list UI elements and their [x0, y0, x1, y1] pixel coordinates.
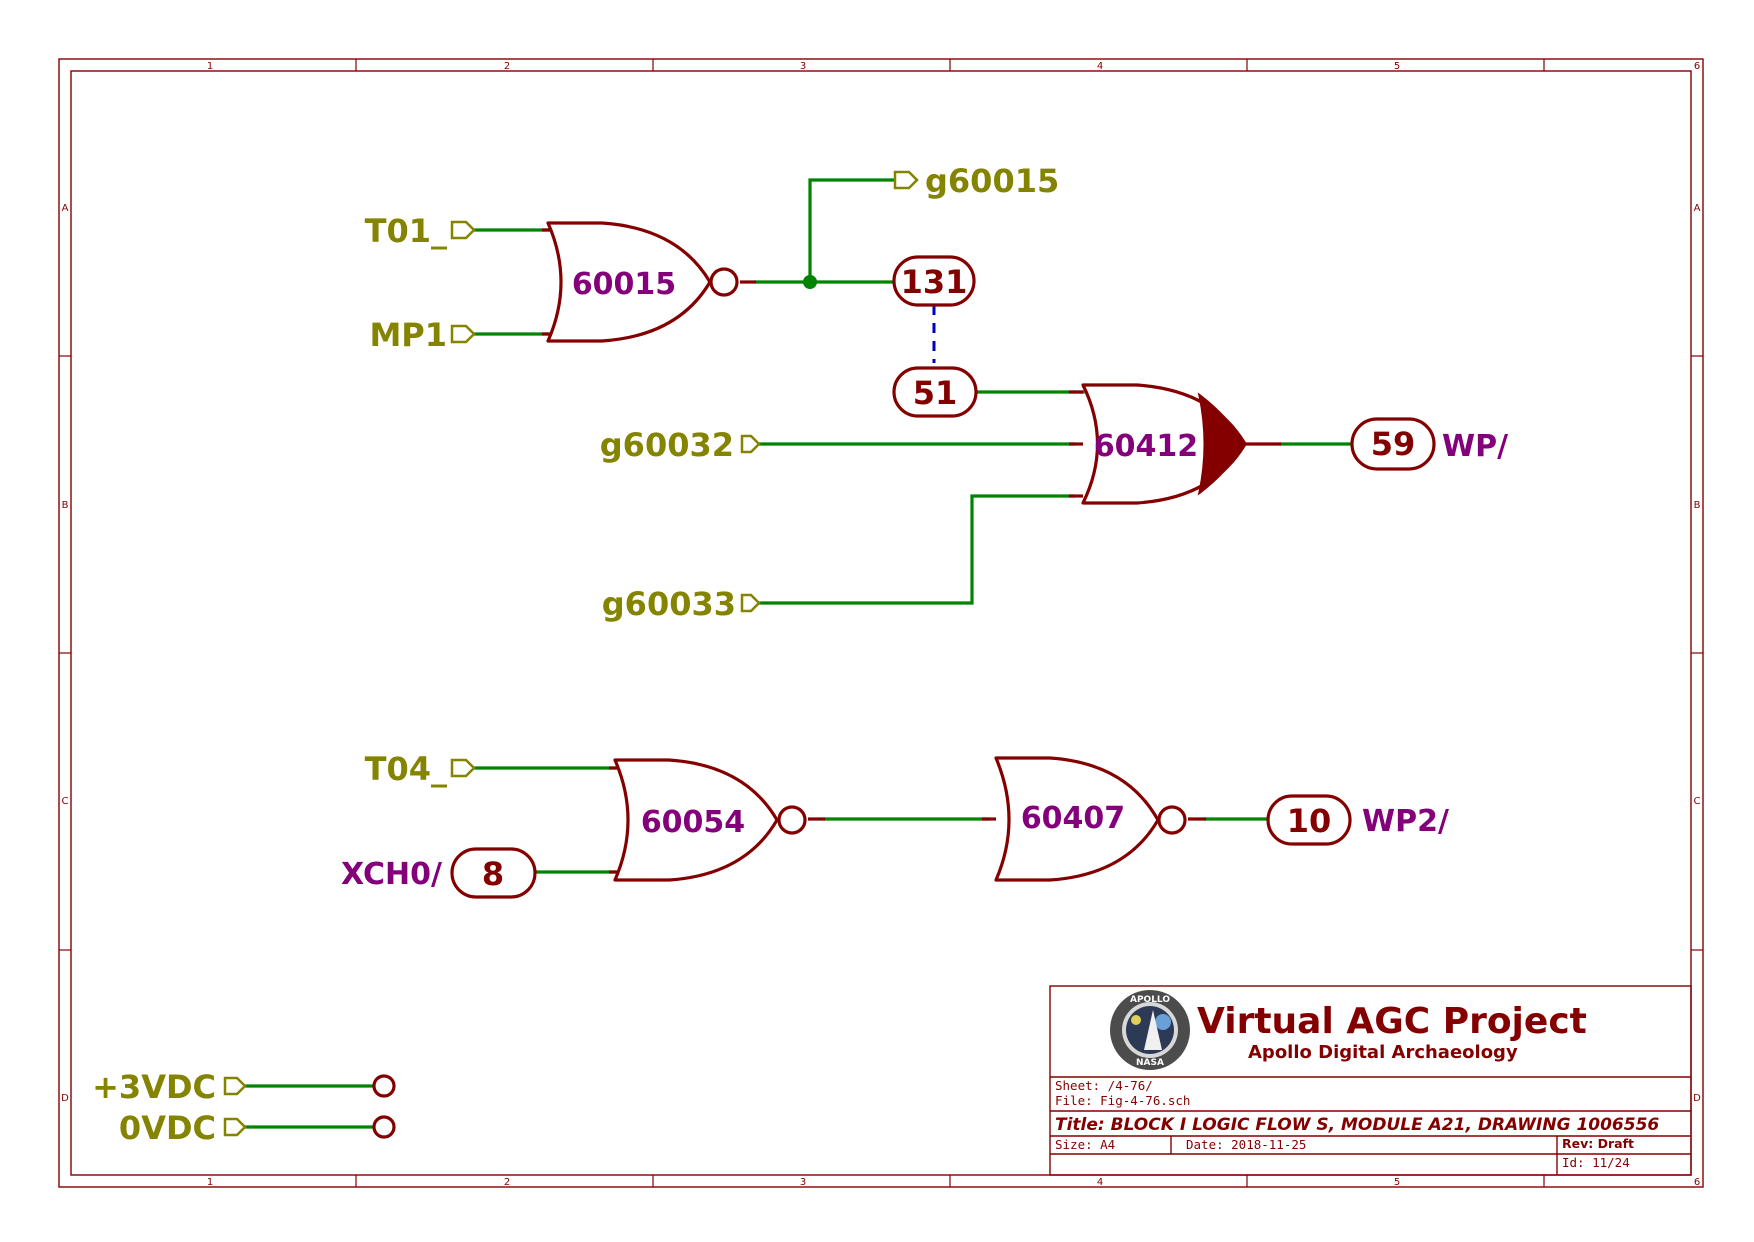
connector-59[interactable]: 59	[1350, 417, 1436, 471]
org-subtitle: Apollo Digital Archaeology	[1248, 1042, 1518, 1063]
zone-col-5-top: 5	[1394, 61, 1400, 72]
zone-col-2-bottom: 2	[504, 1177, 510, 1188]
title-block: APOLLO NASA Virtual AGC Project Apollo D…	[1049, 985, 1692, 1176]
gate-label: 60015	[572, 267, 676, 302]
signal-label-wp: WP/	[1442, 429, 1508, 464]
net-label-t04[interactable]: T04_	[365, 750, 476, 788]
zone-row-c-left: C	[62, 796, 69, 807]
svg-text:g60032: g60032	[600, 426, 734, 464]
svg-text:g60033: g60033	[602, 585, 736, 623]
gate-label: 60054	[641, 805, 745, 840]
gate-label: 60407	[1021, 801, 1125, 836]
net-label-g60015[interactable]: g60015	[893, 162, 1059, 200]
drawing-title: Title: BLOCK I LOGIC FLOW S, MODULE A21,…	[1055, 1115, 1659, 1135]
nor-bubble	[709, 267, 739, 297]
gate-60054[interactable]: 60054	[609, 758, 825, 882]
svg-text:MP1: MP1	[369, 316, 447, 354]
gate-filled-tip	[1197, 392, 1247, 496]
gate-60407[interactable]: 60407	[982, 756, 1206, 882]
sheet-id: Id: 11/24	[1562, 1155, 1630, 1170]
zone-col-3-bottom: 3	[800, 1177, 806, 1188]
logo-text-apollo: APOLLO	[1130, 995, 1170, 1005]
svg-text:+3VDC: +3VDC	[92, 1068, 216, 1106]
wire-junction	[803, 275, 817, 289]
zone-col-3-top: 3	[800, 61, 806, 72]
logo-text-nasa: NASA	[1136, 1058, 1164, 1068]
zone-col-6-bottom: 6	[1694, 1177, 1700, 1188]
net-label-g60032[interactable]: g60032	[600, 426, 761, 464]
gate-60015[interactable]: 60015	[542, 221, 756, 343]
svg-text:131: 131	[901, 263, 968, 301]
apollo-logo: APOLLO NASA	[1110, 990, 1190, 1070]
gate-60412[interactable]: 60412	[1069, 383, 1281, 505]
svg-text:8: 8	[482, 855, 504, 893]
signal-label-xch0: XCH0/	[341, 857, 442, 892]
svg-text:59: 59	[1371, 425, 1416, 463]
zone-col-4-bottom: 4	[1097, 1177, 1103, 1188]
net-label-0vdc[interactable]: 0VDC	[119, 1109, 247, 1147]
nor-bubble	[777, 805, 807, 835]
zone-row-d-right: D	[1693, 1093, 1701, 1104]
input-port-icon	[740, 434, 761, 454]
zone-row-a-right: A	[1694, 203, 1701, 214]
svg-text:10: 10	[1287, 802, 1332, 840]
zone-col-2-top: 2	[504, 61, 510, 72]
zone-col-1-bottom: 1	[207, 1177, 213, 1188]
zone-col-5-bottom: 5	[1394, 1177, 1400, 1188]
svg-text:T04_: T04_	[365, 750, 447, 788]
sheet-size: Size: A4	[1055, 1137, 1115, 1152]
connector-8[interactable]: 8	[450, 847, 537, 899]
svg-text:0VDC: 0VDC	[119, 1109, 216, 1147]
input-port-icon	[223, 1076, 247, 1096]
drawing-frame: 1 2 3 4 5 6 1 2 3 4 5 6 A B C D A B C D	[58, 58, 1704, 1188]
zone-row-b-right: B	[1694, 500, 1701, 511]
org-name: Virtual AGC Project	[1197, 1001, 1587, 1042]
signal-label-wp2: WP2/	[1362, 804, 1449, 839]
svg-text:51: 51	[913, 374, 958, 412]
svg-text:g60015: g60015	[925, 162, 1059, 200]
gate-label: 60412	[1094, 429, 1198, 464]
zone-col-1-top: 1	[207, 61, 213, 72]
net-label-g60033[interactable]: g60033	[602, 585, 761, 623]
zone-row-b-left: B	[62, 500, 69, 511]
connector-10[interactable]: 10	[1266, 794, 1352, 846]
output-port-icon	[893, 170, 919, 190]
input-port-icon	[223, 1117, 247, 1137]
svg-text:T01_: T01_	[365, 212, 447, 250]
connector-131[interactable]: 131	[892, 255, 976, 307]
power-terminal-0vdc[interactable]	[372, 1115, 396, 1139]
net-label-3vdc[interactable]: +3VDC	[92, 1068, 247, 1106]
drawing-date: Date: 2018-11-25	[1186, 1137, 1306, 1152]
wires	[243, 178, 1354, 1129]
power-terminal-3vdc[interactable]	[372, 1074, 396, 1098]
connector-51[interactable]: 51	[892, 366, 978, 418]
zone-row-c-right: C	[1694, 796, 1701, 807]
nor-bubble	[1157, 805, 1187, 835]
zone-row-d-left: D	[61, 1093, 69, 1104]
zone-col-4-top: 4	[1097, 61, 1103, 72]
revision: Rev: Draft	[1562, 1136, 1634, 1151]
input-port-icon	[740, 593, 761, 613]
input-port-icon	[450, 324, 476, 344]
input-port-icon	[450, 220, 476, 240]
zone-row-a-left: A	[62, 203, 69, 214]
net-label-mp1[interactable]: MP1	[369, 316, 476, 354]
file-name: File: Fig-4-76.sch	[1055, 1093, 1190, 1108]
net-label-t01[interactable]: T01_	[365, 212, 476, 250]
input-port-icon	[450, 758, 476, 778]
sheet-path: Sheet: /4-76/	[1055, 1078, 1153, 1093]
zone-col-6-top: 6	[1694, 61, 1700, 72]
